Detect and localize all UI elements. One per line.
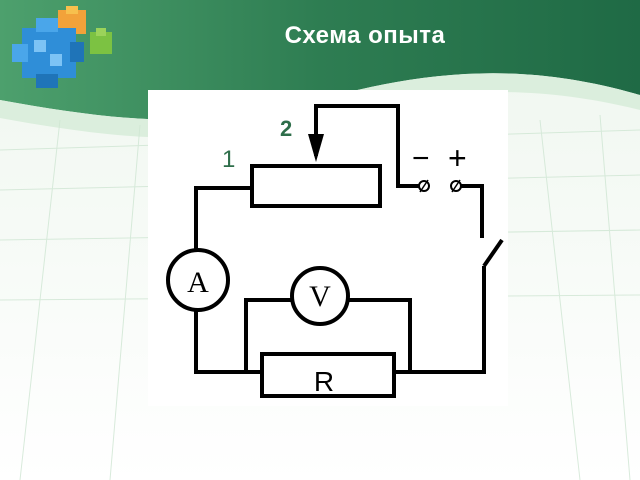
ammeter-bottom-wire <box>194 310 262 374</box>
circuit-diagram-panel: 1 2 A V R − + <box>148 90 508 406</box>
slider-arrow <box>308 134 324 162</box>
source-minus-sign: − <box>412 142 430 175</box>
left-wire <box>194 186 252 258</box>
rheostat-label-1: 1 <box>222 146 236 173</box>
right-bottom-wire <box>394 266 486 374</box>
voltmeter-left-wire <box>244 298 294 372</box>
slider-label-2: 2 <box>280 116 293 141</box>
rheostat-body <box>250 164 382 208</box>
voltmeter-right-wire <box>348 298 412 372</box>
switch-blade <box>482 238 504 268</box>
source-terminals <box>418 179 462 193</box>
slider-wire <box>314 104 420 188</box>
circuit-schematic <box>166 104 504 398</box>
ammeter-symbol: A <box>187 266 209 299</box>
resistor-body <box>260 352 396 398</box>
source-plus-sign: + <box>448 140 467 176</box>
puzzle-cubes-logo-icon <box>12 6 112 88</box>
resistor-label: R <box>313 366 335 397</box>
slide-title: Схема опыта <box>284 22 446 49</box>
voltmeter-symbol: V <box>309 280 331 313</box>
source-right-wire <box>456 184 484 238</box>
voltmeter <box>290 266 350 326</box>
